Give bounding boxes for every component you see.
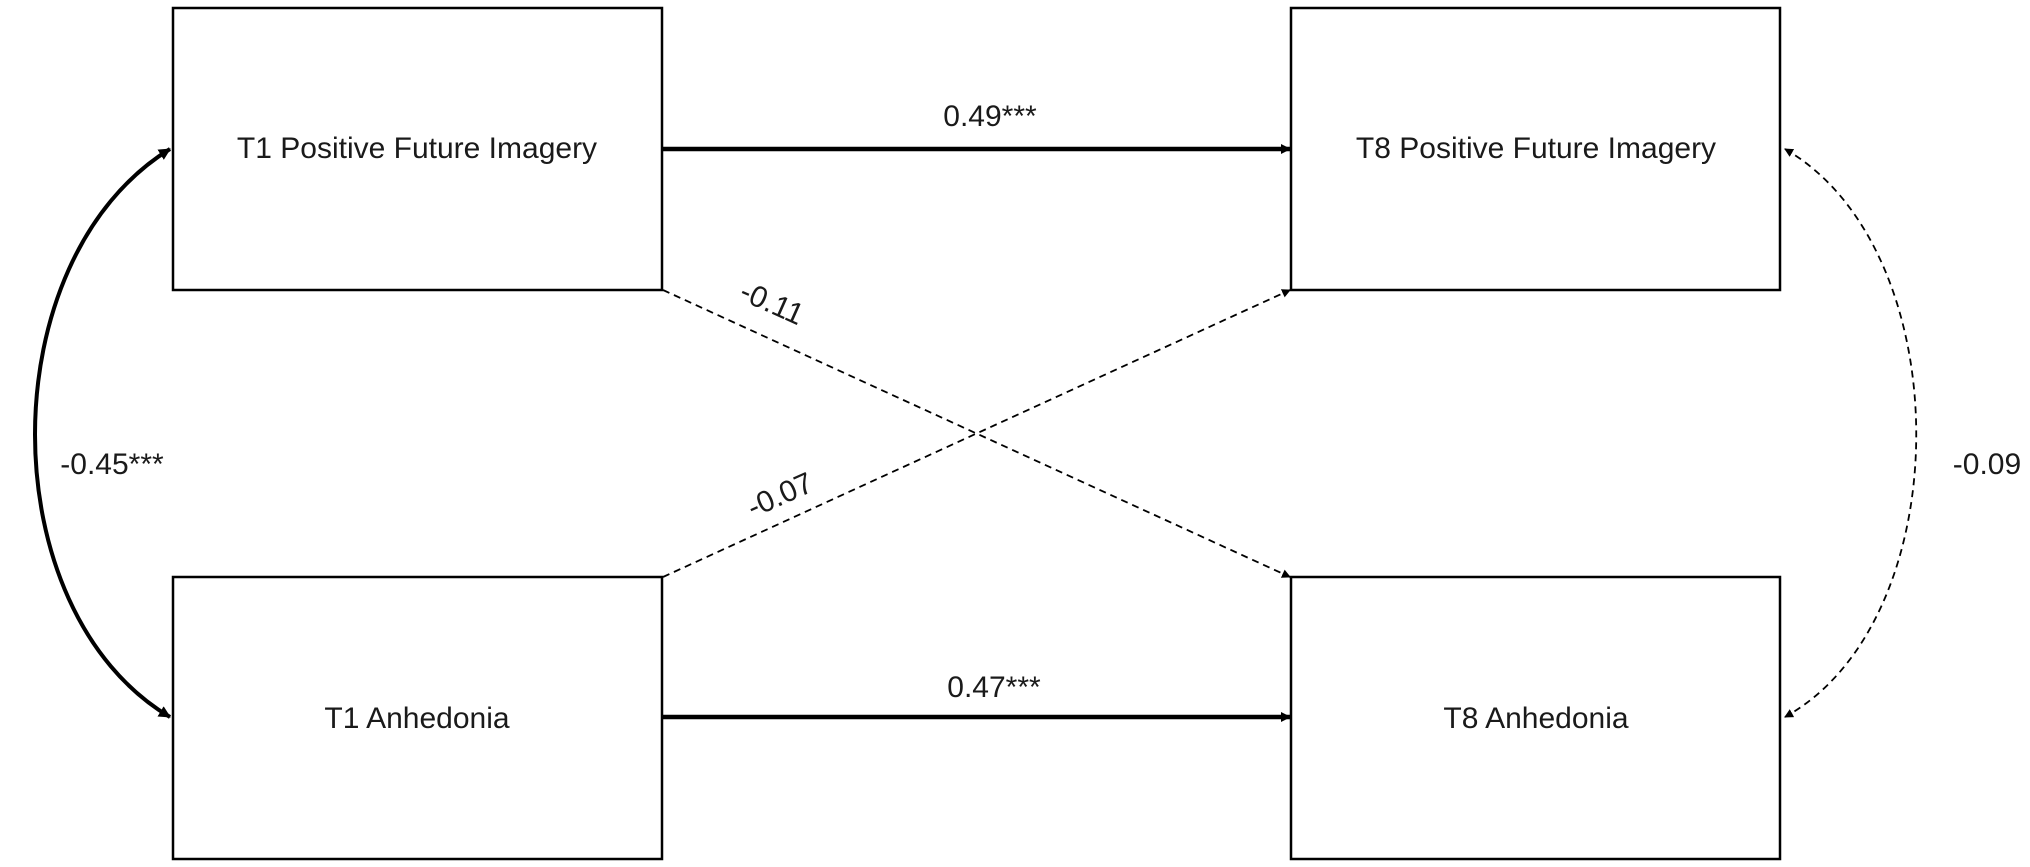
node-t8-anhedonia-label: T8 Anhedonia: [1443, 702, 1628, 735]
node-t8-imagery: T8 Positive Future Imagery: [1289, 6, 1782, 292]
coef-anhedonia-to-imagery: -0.07: [742, 466, 818, 524]
path-imagery-to-anhedonia: [662, 289, 1291, 578]
node-t1-anhedonia: T1 Anhedonia: [171, 575, 664, 861]
node-t8-anhedonia: T8 Anhedonia: [1289, 575, 1782, 861]
coef-imagery-stability: 0.49***: [943, 100, 1037, 133]
node-t8-imagery-label: T8 Positive Future Imagery: [1356, 132, 1716, 165]
node-t1-anhedonia-label: T1 Anhedonia: [324, 702, 509, 735]
coef-t1-covariance: -0.45***: [60, 448, 164, 481]
node-t1-imagery-label: T1 Positive Future Imagery: [237, 132, 597, 165]
path-anhedonia-to-imagery: [662, 289, 1291, 578]
path-t1-covariance: [33, 147, 172, 719]
node-t1-imagery: T1 Positive Future Imagery: [171, 6, 664, 292]
coef-t8-covariance: -0.09: [1953, 448, 2021, 481]
coef-imagery-to-anhedonia: -0.11: [735, 275, 809, 332]
coef-anhedonia-stability: 0.47***: [947, 671, 1041, 704]
path-t8-covariance: [1784, 148, 1918, 718]
